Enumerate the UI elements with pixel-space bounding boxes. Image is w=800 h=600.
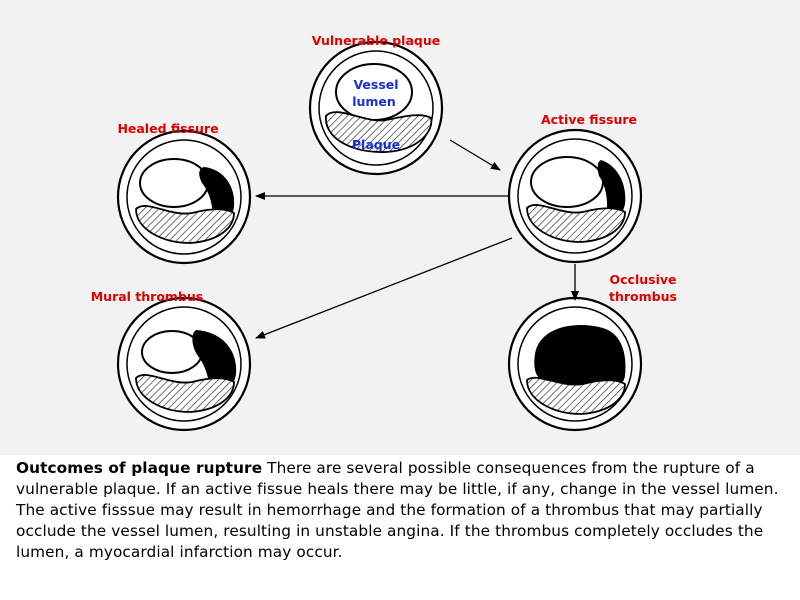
occlusive-thrombus-label-line2: thrombus	[609, 289, 677, 304]
plaque-rupture-diagram: Vessel lumen Plaque Vulnerable plaque Ac…	[91, 33, 677, 432]
plaque-label: Plaque	[352, 137, 400, 152]
vulnerable-plaque-label: Vulnerable plaque	[312, 33, 440, 48]
arrow-active-to-mural	[255, 237, 513, 339]
figure-caption: Outcomes of plaque rupture There are sev…	[16, 458, 796, 563]
caption-body: There are several possible consequences …	[16, 459, 779, 561]
healed-fissure-label: Healed fissure	[117, 121, 218, 136]
vessel-active-fissure	[507, 128, 643, 264]
vessel-vulnerable-plaque	[308, 40, 444, 176]
caption-title: Outcomes of plaque rupture	[16, 459, 263, 477]
mural-thrombus-label: Mural thrombus	[91, 289, 204, 304]
vessel-occlusive-thrombus	[507, 296, 643, 432]
arrow-vulnerable-to-active	[449, 139, 501, 171]
vessel-mural-thrombus	[116, 296, 252, 432]
vessel-healed-fissure	[116, 129, 252, 265]
occlusive-thrombus-label-line1: Occlusive	[610, 272, 677, 287]
active-fissure-label: Active fissure	[541, 112, 637, 127]
vessel-label: Vessel	[353, 77, 398, 92]
lumen-label: lumen	[352, 94, 396, 109]
